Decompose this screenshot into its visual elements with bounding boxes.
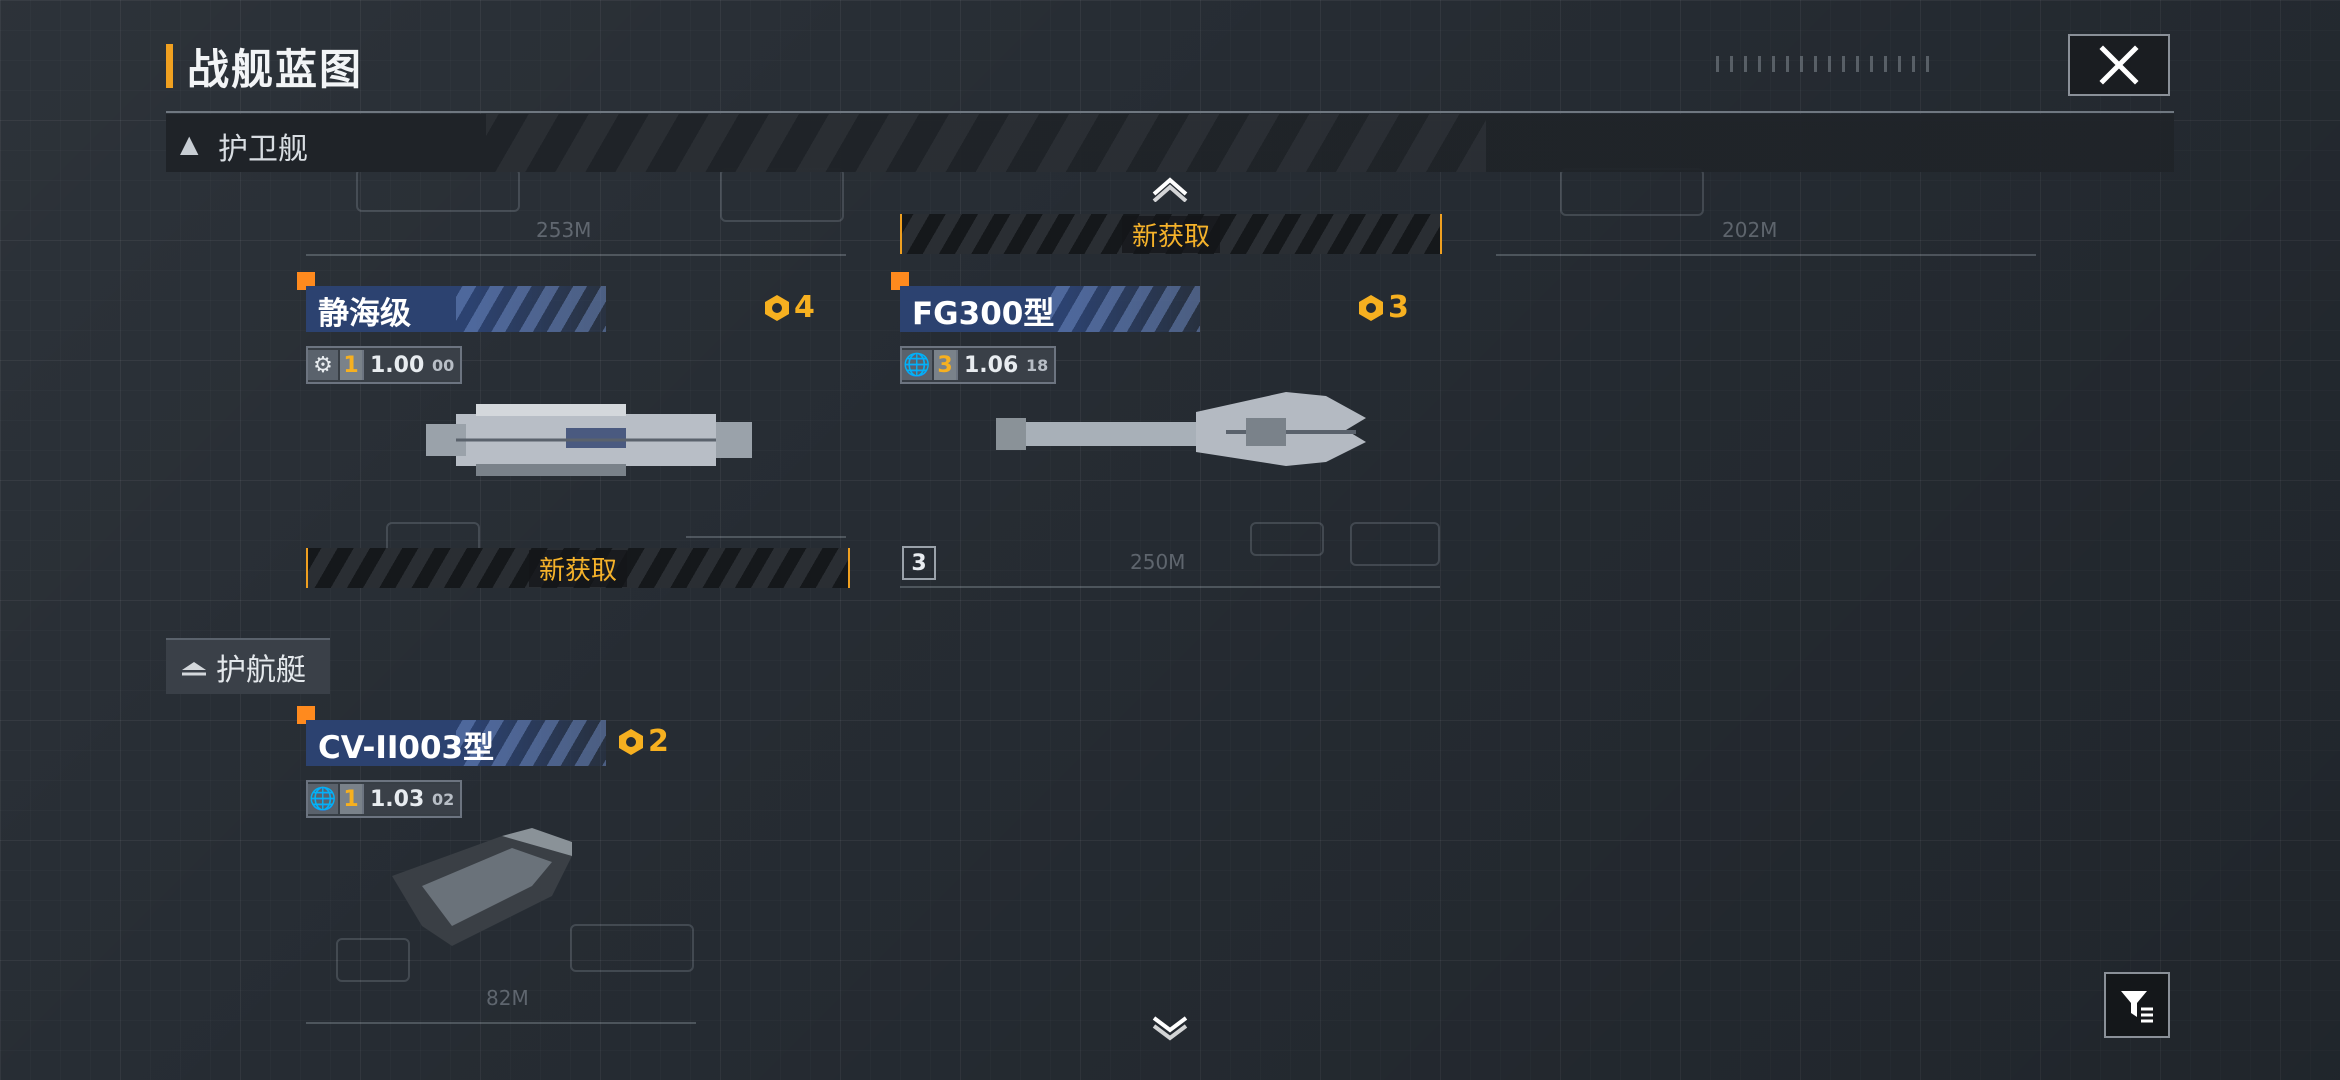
ship-name: 静海级 <box>318 296 411 332</box>
ship-count-badge: 3 <box>902 546 936 580</box>
ship-level: 1 <box>340 350 362 380</box>
blueprint-scale-line <box>306 254 846 256</box>
ship-card-fg300[interactable]: FG300型 3 🌐 3 1.06 18 250M <box>891 272 1440 592</box>
rank-value: 4 <box>794 290 815 325</box>
globe-icon: 🌐 <box>308 784 338 814</box>
header-stripes <box>486 114 1486 172</box>
new-acquired-label: 新获取 <box>1121 215 1220 253</box>
version-main: 1.06 <box>964 352 1019 378</box>
scroll-up-chevron-icon[interactable] <box>1150 174 1190 202</box>
globe-icon: 🌐 <box>902 350 932 380</box>
ship-rank: 4 <box>762 290 815 325</box>
blueprint-scale-line <box>306 1022 696 1024</box>
blueprint-ghost <box>1560 168 1704 216</box>
ship-name: CV-II003型 <box>318 730 495 766</box>
new-acquired-bar: 新获取 <box>900 214 1442 254</box>
ship-stat-tag: 🌐 1 1.03 02 <box>306 780 463 818</box>
ship-stat-tag: 🌐 3 1.06 18 <box>900 346 1057 384</box>
ship-name-plate <box>900 286 1200 332</box>
close-button[interactable] <box>2068 34 2170 96</box>
ship-level: 3 <box>934 350 956 380</box>
category-header-escort[interactable]: 护航艇 <box>166 638 330 694</box>
ship-name-plate <box>306 720 606 766</box>
ship-version: 1.03 02 <box>362 784 461 814</box>
scroll-down-chevron-icon[interactable] <box>1150 1014 1190 1042</box>
name-plate-stripes <box>456 286 606 332</box>
header-deco-ticks <box>1716 56 1936 72</box>
category-header-frigate[interactable]: ▲ 护卫舰 <box>166 114 2174 172</box>
ship-image-jinghai <box>426 404 752 476</box>
ship-stat-tag: ⚙ 1 1.00 00 <box>306 346 463 384</box>
blueprint-scale-line <box>900 586 1440 588</box>
name-plate-stripes <box>1050 286 1200 332</box>
card-corner-marker <box>297 272 315 290</box>
ship-version: 1.06 18 <box>956 350 1055 380</box>
blueprint-ghost <box>356 168 520 212</box>
blueprint-length: 250M <box>1130 550 1186 574</box>
filter-icon <box>2121 991 2153 1023</box>
close-icon <box>2099 45 2139 85</box>
card-corner-marker <box>297 706 315 724</box>
ship-card-jinghai[interactable]: 静海级 4 ⚙ 1 1.00 00 <box>297 272 846 592</box>
version-sub: 00 <box>431 355 455 375</box>
blueprint-ghost <box>1350 522 1440 566</box>
blueprint-ghost <box>1250 522 1324 556</box>
blueprint-length: 82M <box>486 986 529 1010</box>
ship-rank: 3 <box>1356 290 1409 325</box>
new-acquired-label: 新获取 <box>528 549 627 587</box>
rank-badge-icon <box>619 728 643 755</box>
ship-card-cv-ii003[interactable]: CV-II003型 2 🌐 1 1.03 02 82M <box>297 706 846 1030</box>
blueprint-line <box>686 536 846 538</box>
ship-name: FG300型 <box>912 296 1055 332</box>
blueprint-ghost <box>336 938 410 982</box>
ship-name-plate <box>306 286 606 332</box>
ship-image-cv-ii003 <box>392 828 572 946</box>
card-corner-marker <box>891 272 909 290</box>
title-accent <box>166 44 173 88</box>
blueprint-length: 253M <box>536 218 592 242</box>
category-label: 护航艇 <box>216 653 306 688</box>
blueprint-scale-line <box>1496 254 2036 256</box>
blueprint-ghost <box>570 924 694 972</box>
ship-image-fg300 <box>996 392 1366 466</box>
ship-level: 1 <box>340 784 362 814</box>
page-title: 战舰蓝图 <box>187 44 364 94</box>
new-acquired-bar: 新获取 <box>306 548 850 588</box>
version-sub: 02 <box>431 789 455 809</box>
tech-icon: ⚙ <box>308 350 338 380</box>
header-divider <box>166 111 2174 113</box>
version-main: 1.00 <box>370 352 425 378</box>
version-main: 1.03 <box>370 786 425 812</box>
rank-value: 3 <box>1388 290 1409 325</box>
rank-value: 2 <box>648 724 669 759</box>
name-plate-stripes <box>456 720 606 766</box>
blueprint-length: 202M <box>1722 218 1778 242</box>
rank-badge-icon <box>765 294 789 321</box>
version-sub: 18 <box>1025 355 1049 375</box>
rank-badge-icon <box>1359 294 1383 321</box>
ship-rank: 2 <box>616 724 669 759</box>
collapse-triangle-icon: ▲ <box>180 130 199 158</box>
blueprint-ghost <box>720 168 844 222</box>
ship-version: 1.00 00 <box>362 350 461 380</box>
escort-boat-icon <box>182 662 206 676</box>
page-header: 战舰蓝图 <box>166 40 363 94</box>
category-label: 护卫舰 <box>218 132 308 167</box>
filter-button[interactable] <box>2104 972 2170 1038</box>
